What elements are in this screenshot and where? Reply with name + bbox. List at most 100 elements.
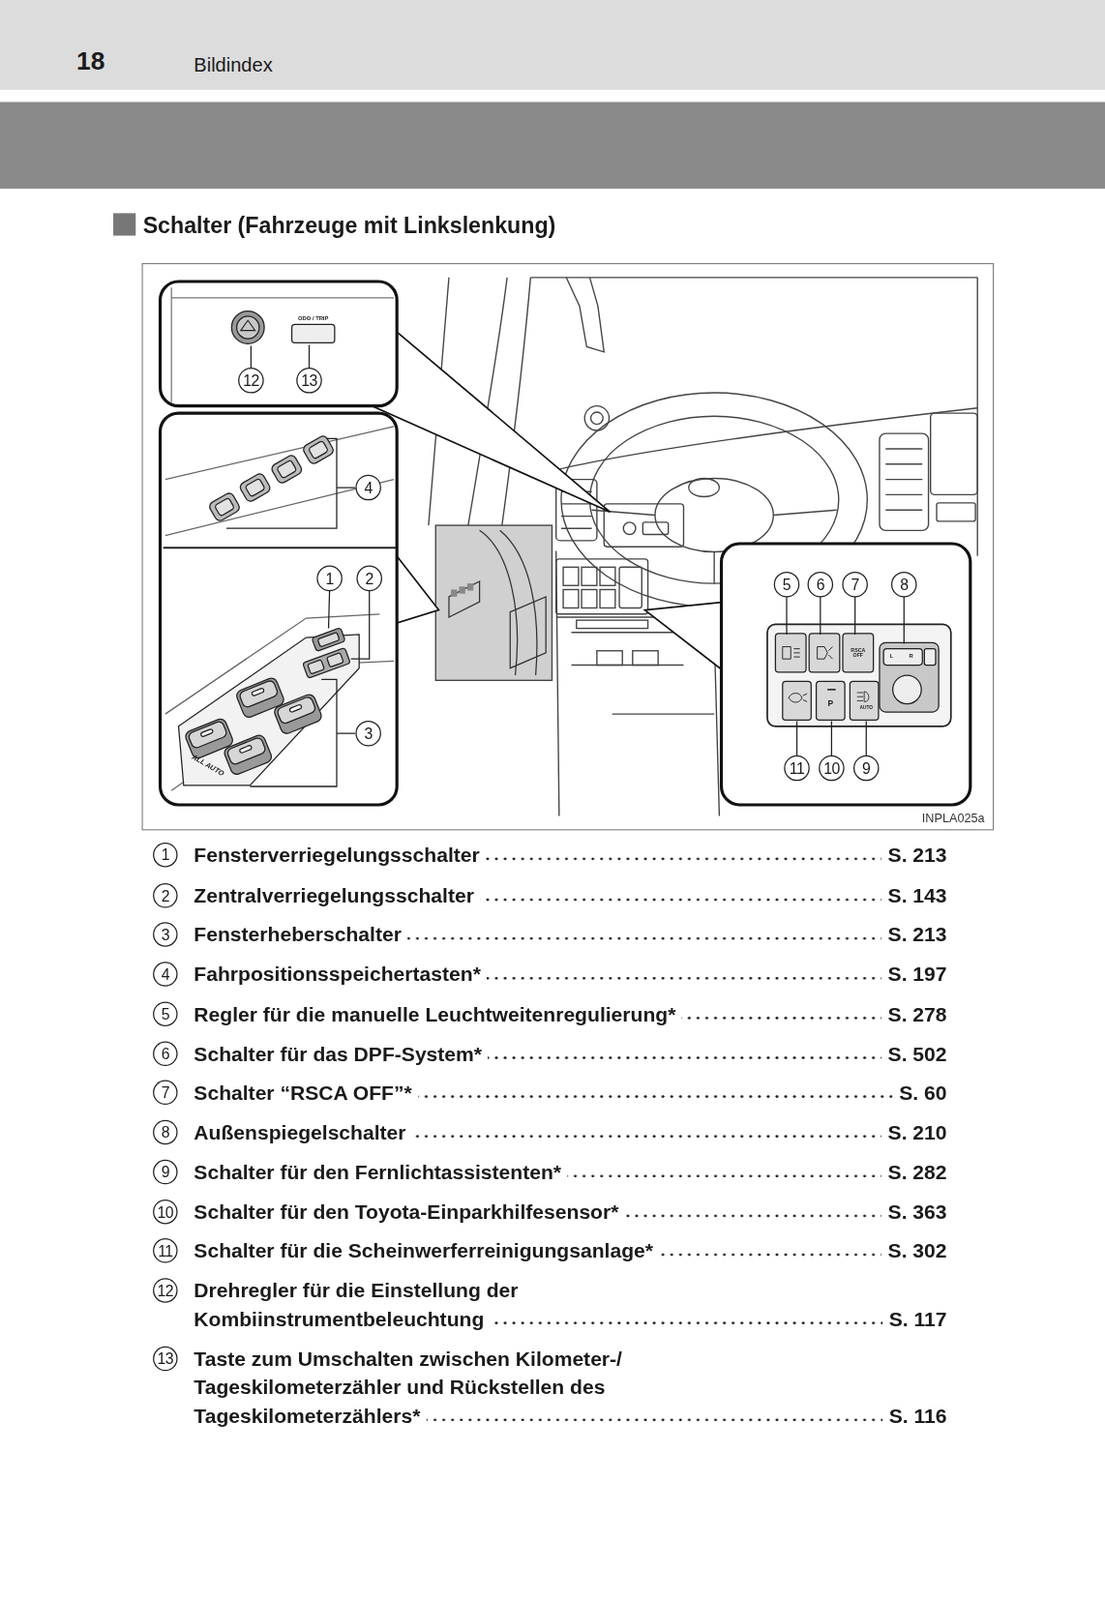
entry-wrap: Außenspiegelschalter [193, 1118, 867, 1148]
entry-wrap: Drehregler für die Einstellung der Kombi… [193, 1276, 623, 1334]
page-reference: S. 60 [893, 1078, 948, 1108]
list-row: FensterheberschalterS. 213 [193, 920, 947, 950]
door-switches [238, 745, 252, 754]
entry-wrap: Regler für die manuelle Leuchtweitenregu… [193, 999, 867, 1029]
door-switches [244, 477, 266, 497]
list-number-circle [153, 923, 178, 947]
callout-number: 12 [242, 372, 260, 389]
meter-controls [171, 287, 394, 403]
meter-controls [292, 324, 335, 343]
dashboard-drawing [550, 408, 978, 472]
entry-wrap: Zentralverriegelungsschalter [193, 881, 867, 911]
door-panel-view [450, 589, 457, 597]
page-reference: S. 213 [881, 840, 947, 870]
door-switches [269, 453, 303, 485]
door-switches [289, 704, 302, 714]
entry-wrap: Schalter “RSCA OFF”* [193, 1078, 867, 1108]
dashboard-drawing [581, 567, 598, 586]
door-switches [200, 728, 213, 738]
door-switches [272, 692, 324, 736]
switch-panel [775, 633, 807, 673]
list-number-circle [153, 1200, 178, 1225]
dashboard-drawing [885, 448, 923, 510]
dashboard-drawing [556, 559, 649, 615]
inset-frame [160, 413, 398, 806]
meter-controls [250, 344, 309, 368]
switch-panel [924, 649, 936, 666]
door-switches [276, 695, 318, 725]
page-reference: S. 210 [881, 1118, 947, 1148]
callout-circle [357, 566, 382, 591]
list-number-circle [153, 1042, 178, 1066]
meter-controls [240, 320, 256, 331]
door-switches [302, 648, 351, 680]
list-entry: Fensterverriegelungsschalter [193, 843, 486, 867]
list-row: Taste zum Umschalten zwischen Kilometer-… [193, 1344, 947, 1432]
dashboard-drawing [581, 589, 598, 608]
switch-panel [767, 624, 952, 726]
door-switches [208, 491, 241, 523]
door-switches [251, 687, 265, 697]
door-panel-view [459, 586, 466, 594]
inset-frame [160, 281, 398, 407]
inset-frame [721, 543, 971, 806]
switch-panel [782, 647, 801, 660]
list-number-circle [153, 843, 178, 867]
callout-circle [819, 755, 844, 780]
list-number: 12 [157, 1283, 175, 1299]
switch-panel [808, 633, 840, 673]
dashboard-drawing [619, 567, 642, 608]
door-panel-view [435, 525, 552, 681]
list-number-circle [153, 843, 178, 1372]
list-number-circle [153, 884, 178, 908]
door-switches [238, 679, 280, 709]
callout-wedge [367, 328, 611, 513]
entry-wrap: Taste zum Umschalten zwischen Kilometer-… [193, 1344, 715, 1432]
door-panel-view [435, 525, 552, 681]
door-switches [307, 659, 325, 675]
section-heading: Schalter (Fahrzeuge mit Linkslenkung) [143, 214, 557, 238]
list-entry: Schalter für den Toyota-Einparkhilfesens… [193, 1200, 625, 1224]
switch-panel [879, 642, 939, 713]
door-switches [311, 627, 346, 653]
entry-wrap: Schalter für die Scheinwerferreinigungsa… [193, 1236, 867, 1266]
dashboard-drawing [584, 406, 609, 431]
list-number: 5 [161, 1006, 170, 1022]
door-switches [328, 591, 370, 660]
door-switches [269, 453, 303, 485]
list-row: Drehregler für die Einstellung der Kombi… [193, 1276, 947, 1334]
list-entry: Zentralverriegelungsschalter [193, 884, 480, 907]
dashboard-drawing [936, 503, 976, 522]
dashboard-drawing [632, 651, 658, 666]
list-number: 6 [161, 1045, 170, 1062]
list-number-circle [153, 1279, 178, 1303]
list-number-circle [153, 1346, 178, 1371]
callout-circle [238, 368, 917, 781]
list-number-circle [153, 962, 178, 986]
list-number: 1 [161, 847, 170, 864]
meter-controls [171, 287, 394, 403]
door-switches [179, 634, 360, 786]
switch-panel [827, 688, 836, 691]
dashboard-drawing [655, 478, 774, 553]
door-switches [327, 653, 344, 668]
list-number: 4 [161, 966, 170, 983]
dashboard-drawing [563, 567, 579, 586]
callout-number: 13 [300, 372, 318, 389]
dashboard-drawing [566, 277, 604, 353]
list-row: Außenspiegelschalter S. 210 [193, 1118, 947, 1148]
dashboard-drawing [576, 620, 649, 628]
callout-circle [784, 755, 809, 780]
list-number-circle [153, 1239, 178, 1263]
list-entry: Schalter für das DPF-System* [193, 1043, 488, 1066]
entry-wrap: Fahrpositionsspeichertasten* [193, 959, 867, 989]
switch-panel [816, 681, 846, 720]
callout-number: 7 [851, 576, 860, 593]
switch-panel [817, 647, 834, 660]
switch-panel [767, 597, 952, 756]
door-panel-view [448, 530, 546, 676]
switch-panel [842, 633, 874, 673]
list-entry: Fensterheberschalter [193, 923, 408, 946]
door-switches [165, 426, 394, 537]
dashboard-drawing [561, 392, 867, 607]
